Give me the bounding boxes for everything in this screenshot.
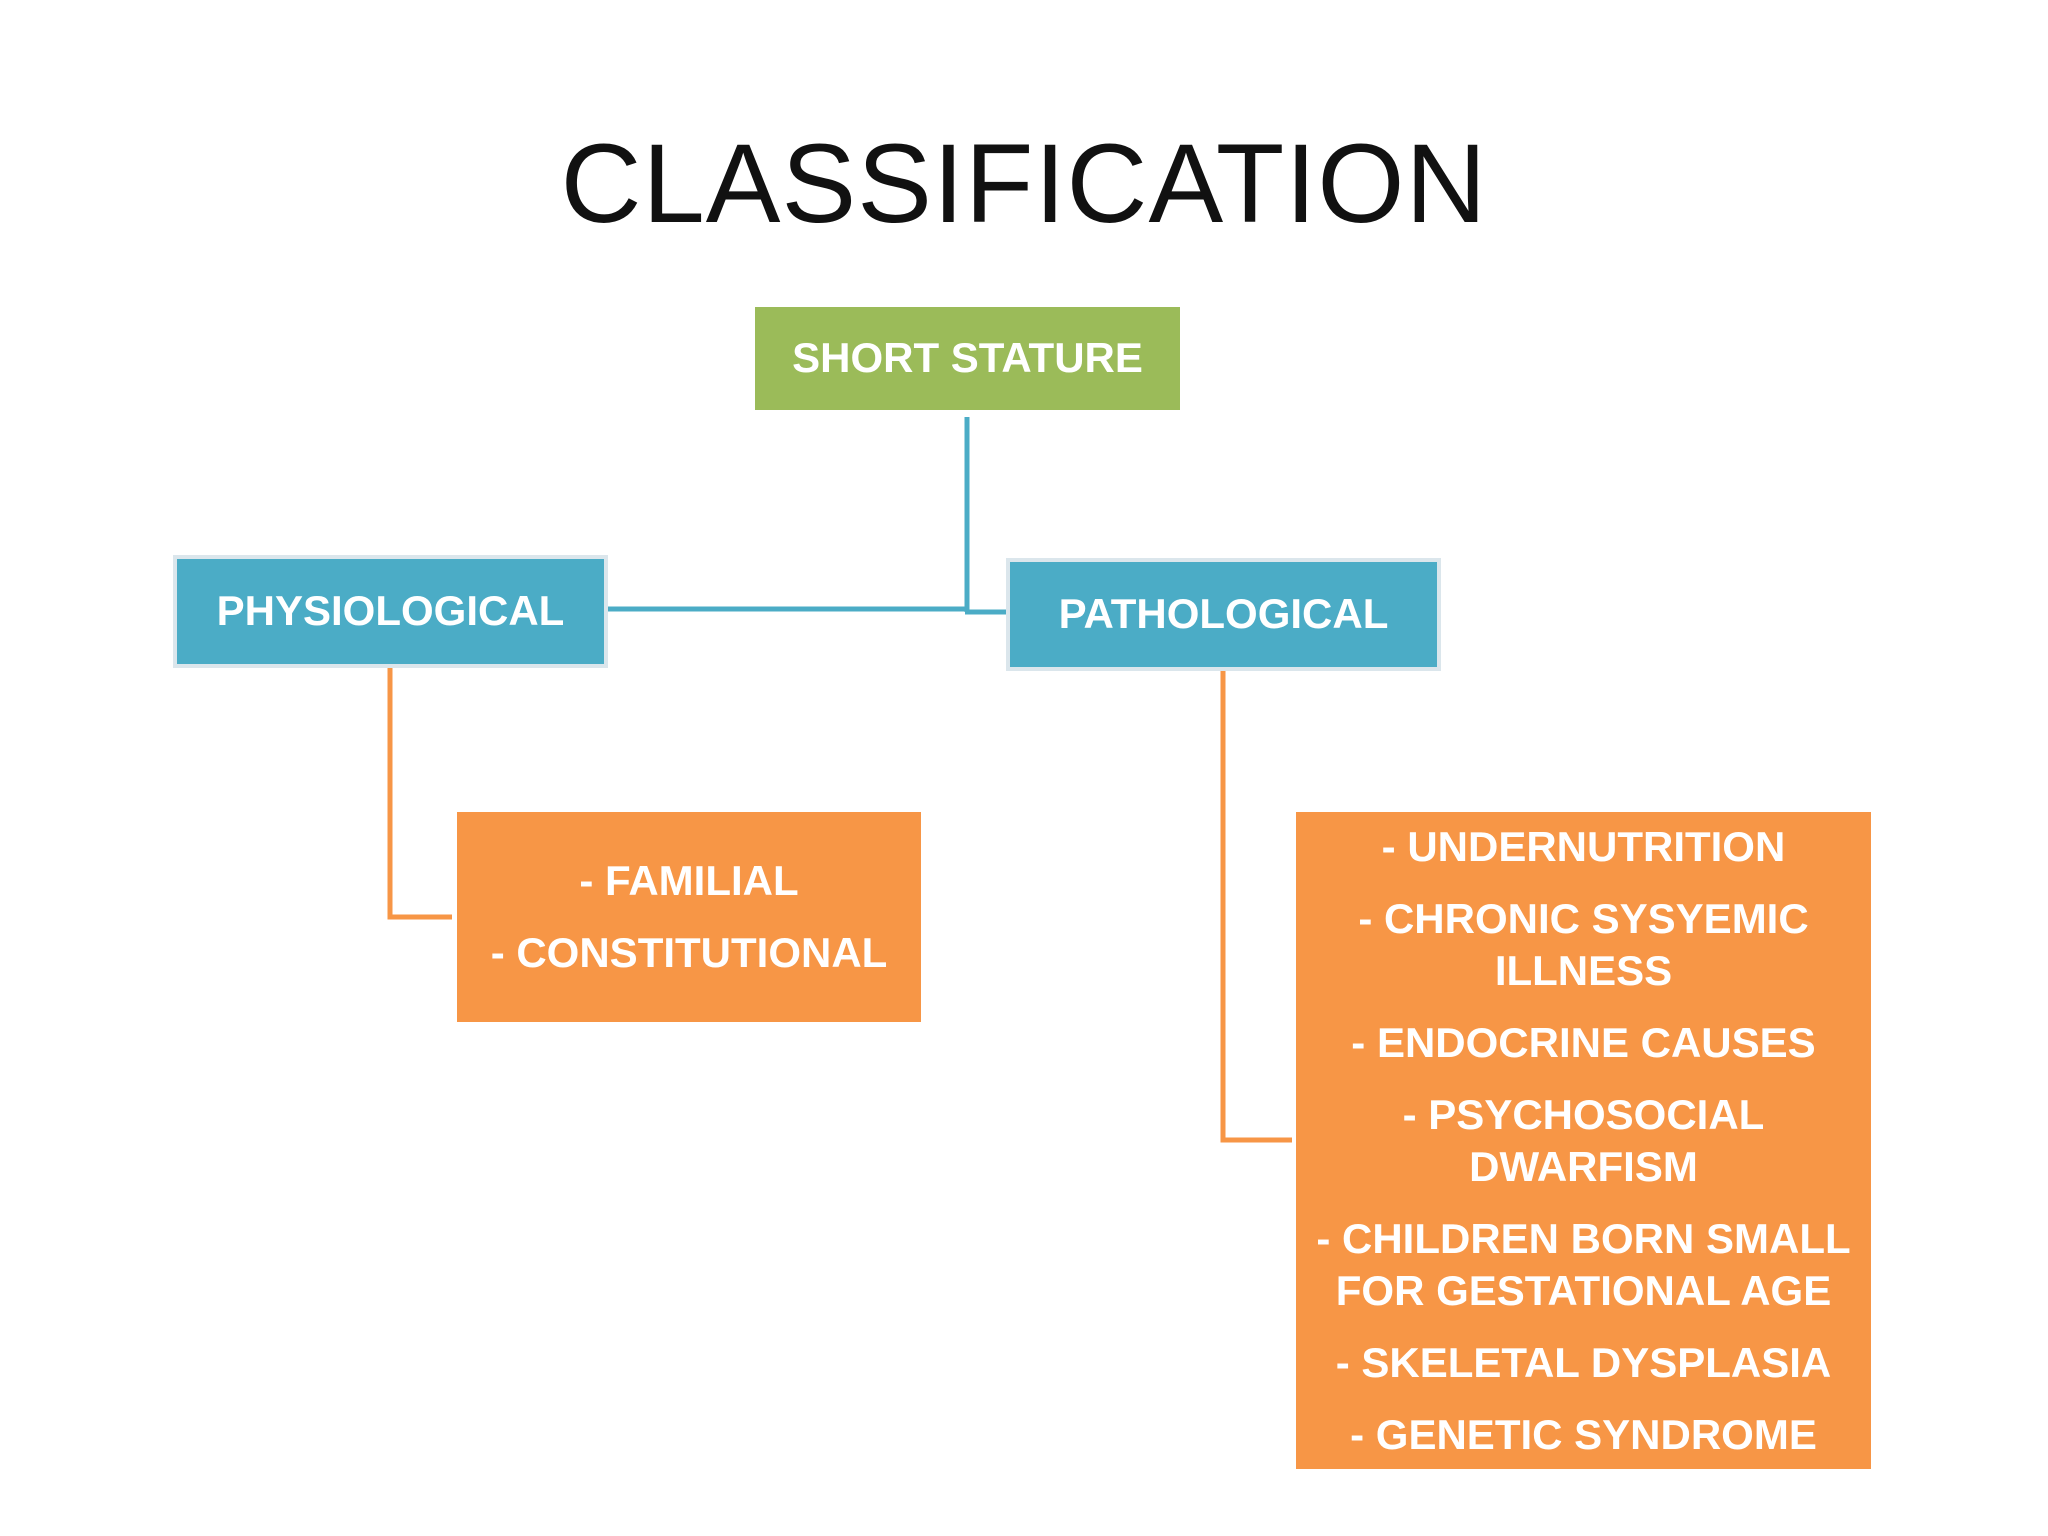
physiological-label: PHYSIOLOGICAL [216, 587, 565, 635]
pathological-item-psychosocial-dwarfism: - PSYCHOSOCIAL DWARFISM [1402, 1090, 1765, 1190]
pathological-box: PATHOLOGICAL [1006, 558, 1441, 671]
pathological-items-connector [1220, 671, 1292, 1143]
pathological-item-genetic-syndrome: - GENETIC SYNDROME [1350, 1410, 1817, 1458]
physiological-box: PHYSIOLOGICAL [173, 555, 608, 668]
slide-title: CLASSIFICATION [560, 121, 1488, 246]
pathological-item-small-for-gestational-age: - CHILDREN BORN SMALL FOR GESTATIONAL AG… [1316, 1214, 1851, 1314]
physiological-item-familial: - FAMILIAL [579, 856, 799, 904]
pathological-items-box: - UNDERNUTRITION - CHRONIC SYSYEMIC ILLN… [1296, 812, 1871, 1469]
physiological-items-connector [387, 668, 452, 920]
pathological-item-skeletal-dysplasia: - SKELETAL DYSPLASIA [1335, 1338, 1832, 1386]
short-stature-label: SHORT STATURE [792, 334, 1143, 382]
physiological-item-constitutional: - CONSTITUTIONAL [490, 929, 888, 976]
pathological-label: PATHOLOGICAL [1058, 590, 1389, 638]
short-stature-box: SHORT STATURE [755, 307, 1180, 410]
physiological-items-box: - FAMILIAL - CONSTITUTIONAL [457, 812, 921, 1022]
pathological-item-undernutrition: - UNDERNUTRITION [1381, 822, 1786, 870]
pathological-item-endocrine-causes: - ENDOCRINE CAUSES [1351, 1018, 1816, 1066]
pathological-item-chronic-systemic-illness: - CHRONIC SYSYEMIC ILLNESS [1358, 894, 1809, 994]
